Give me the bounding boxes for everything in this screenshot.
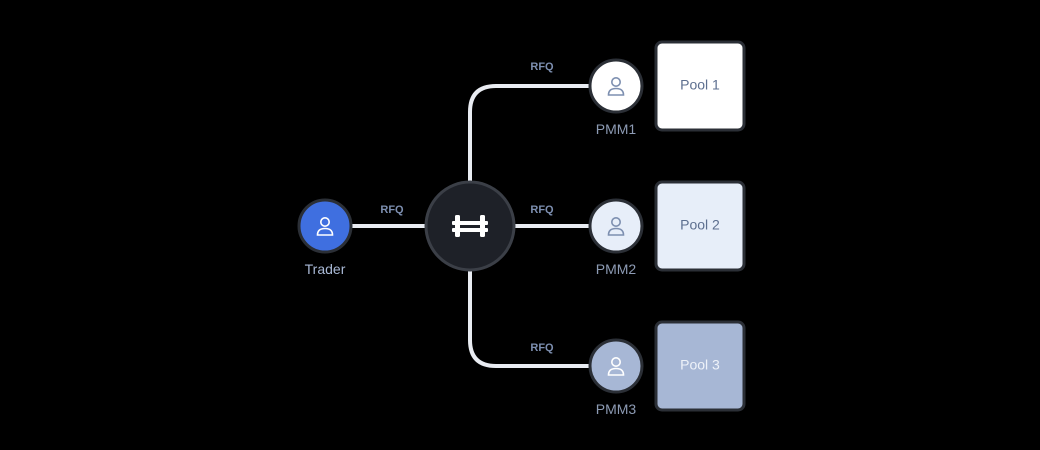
- pool2-box: Pool 2: [654, 180, 746, 272]
- pmm1-label: PMM1: [596, 121, 637, 137]
- pmm2-node: PMM2: [588, 198, 644, 277]
- pmm3-label: PMM3: [596, 401, 637, 417]
- trader-label: Trader: [305, 261, 346, 277]
- hyperliquid-hash-icon: [452, 215, 488, 237]
- connector-lines: [348, 84, 590, 368]
- rfq-label-pmm2: RFQ: [530, 204, 554, 216]
- hub-to-pmm1-line: [468, 84, 590, 188]
- hub-node: [424, 180, 516, 272]
- pool1-rect: [654, 40, 746, 132]
- trader-node: Trader: [297, 198, 353, 277]
- pmm2-label: PMM2: [596, 261, 637, 277]
- hub-circle: [424, 180, 516, 272]
- pool3-rect: [654, 320, 746, 412]
- hub-to-pmm3-line: [468, 266, 590, 368]
- pool1-box: Pool 1: [654, 40, 746, 132]
- person-icon: [607, 357, 625, 376]
- person-icon: [316, 217, 334, 236]
- person-icon: [607, 217, 625, 236]
- rfq-label-pmm1: RFQ: [530, 61, 554, 73]
- pool2-rect: [654, 180, 746, 272]
- rfq-label-pmm3: RFQ: [530, 342, 554, 354]
- pool1-label: Pool 1: [680, 77, 720, 93]
- pool3-box: Pool 3: [654, 320, 746, 412]
- pmm3-node: PMM3: [588, 338, 644, 417]
- pool2-label: Pool 2: [680, 217, 720, 233]
- pool3-label: Pool 3: [680, 357, 720, 373]
- person-icon: [607, 77, 625, 96]
- pmm1-node: PMM1: [588, 58, 644, 137]
- rfq-label-trader: RFQ: [380, 204, 404, 216]
